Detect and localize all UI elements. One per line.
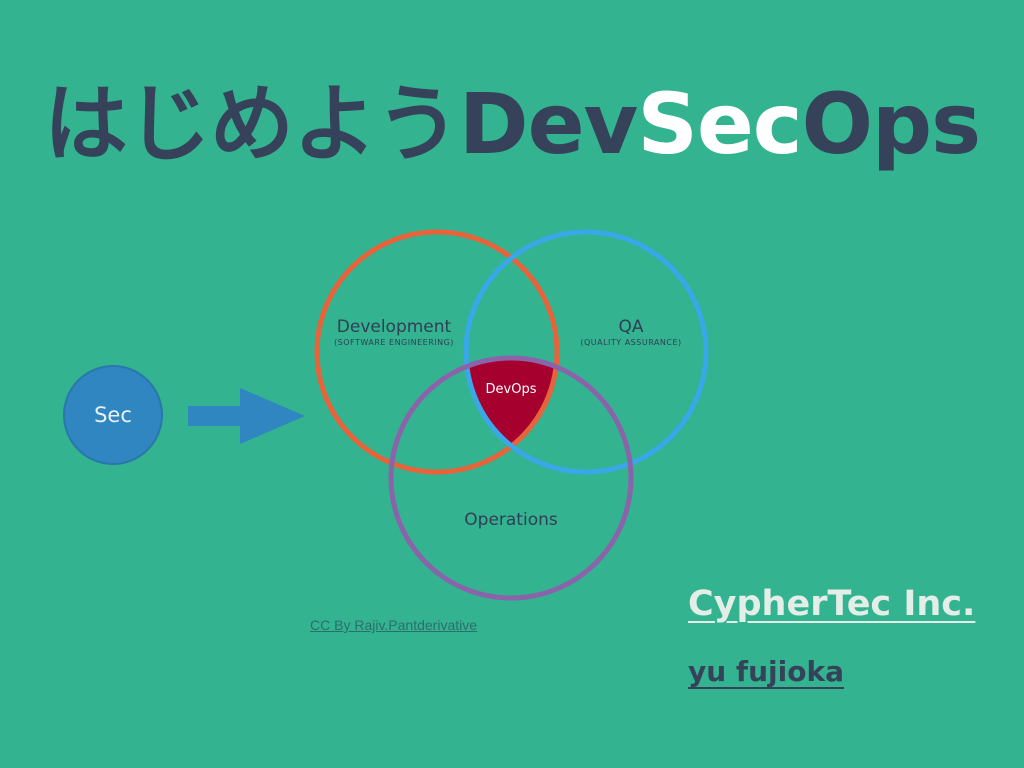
title-highlight: Sec <box>637 75 802 173</box>
operations-label: Operations <box>464 510 558 530</box>
title-suffix: Ops <box>801 75 982 173</box>
qa-sublabel: (QUALITY ASSURANCE) <box>580 338 681 347</box>
devops-label: DevOps <box>486 382 537 397</box>
sec-bubble <box>63 365 163 465</box>
operations-ring <box>388 355 634 601</box>
slide-title: はじめようDevSecOps <box>0 82 1024 166</box>
title-prefix: はじめようDev <box>43 75 638 173</box>
image-credit-link[interactable]: CC By Rajiv.Pantderivative <box>310 617 478 633</box>
development-label: Development <box>337 317 452 337</box>
author-name-link[interactable]: yu fujioka <box>688 655 844 688</box>
qa-ring <box>463 229 709 475</box>
development-sublabel: (SOFTWARE ENGINEERING) <box>334 338 454 347</box>
arrow-icon <box>188 388 305 444</box>
company-name-link[interactable]: CypherTec Inc. <box>688 584 976 624</box>
sec-label: Sec <box>94 403 132 427</box>
development-ring <box>314 229 560 475</box>
qa-label: QA <box>618 317 643 337</box>
